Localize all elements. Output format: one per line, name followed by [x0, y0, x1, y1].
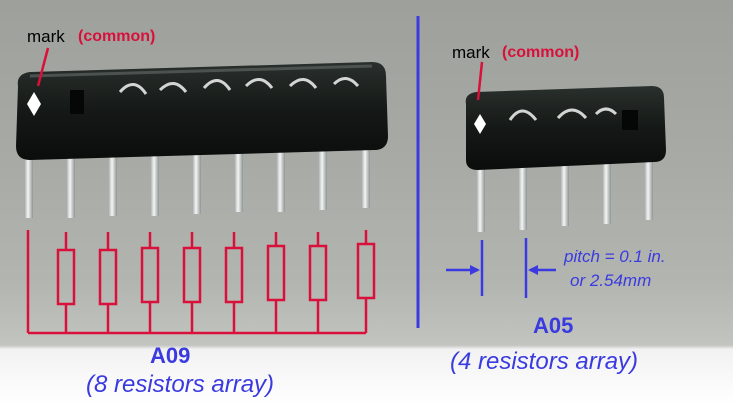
lead — [234, 146, 243, 212]
lead — [361, 142, 370, 208]
lead — [192, 146, 201, 214]
common-label-right: (common) — [502, 44, 580, 61]
resistor-symbol — [308, 244, 328, 302]
left-leads — [24, 142, 370, 218]
lead — [24, 148, 33, 218]
lead — [318, 144, 327, 210]
mark-pointer-left — [36, 47, 50, 87]
a09-subtitle: (8 resistors array) — [86, 371, 275, 398]
right-leads — [476, 152, 653, 232]
lead — [150, 148, 159, 216]
resistor-symbol — [56, 248, 76, 306]
mark-label-right: mark — [452, 43, 490, 62]
left-resistor-body — [16, 62, 388, 160]
pitch-metric-label: or 2.54mm — [570, 271, 652, 290]
mark-pointer-right — [476, 61, 484, 101]
pin-1-diamond-icon — [474, 114, 486, 134]
lead — [602, 154, 611, 224]
a05-title: A05 — [533, 313, 574, 338]
resistor-schematic-overlay — [26, 230, 376, 335]
lead — [476, 160, 485, 232]
lead — [66, 148, 75, 218]
resistor-symbol — [356, 242, 376, 300]
lead — [560, 156, 569, 226]
common-label-left: (common) — [78, 28, 156, 45]
lead — [108, 148, 117, 216]
mark-label-left: mark — [27, 27, 65, 46]
resistor-symbol — [140, 246, 160, 304]
a05-subtitle: (4 resistors array) — [450, 348, 639, 375]
resistor-symbol — [182, 246, 202, 304]
pitch-label: pitch = 0.1 in. — [564, 247, 666, 266]
resistor-symbol — [224, 246, 244, 304]
dimension-arrow-icon — [446, 238, 556, 298]
right-resistor-body — [465, 86, 666, 170]
pin-1-diamond-icon — [27, 92, 41, 116]
lead — [644, 152, 653, 220]
a09-title: A09 — [150, 343, 191, 368]
resistor-symbol — [266, 244, 286, 302]
resistor-symbol — [98, 248, 118, 306]
lead — [276, 144, 285, 212]
lead — [518, 158, 527, 230]
